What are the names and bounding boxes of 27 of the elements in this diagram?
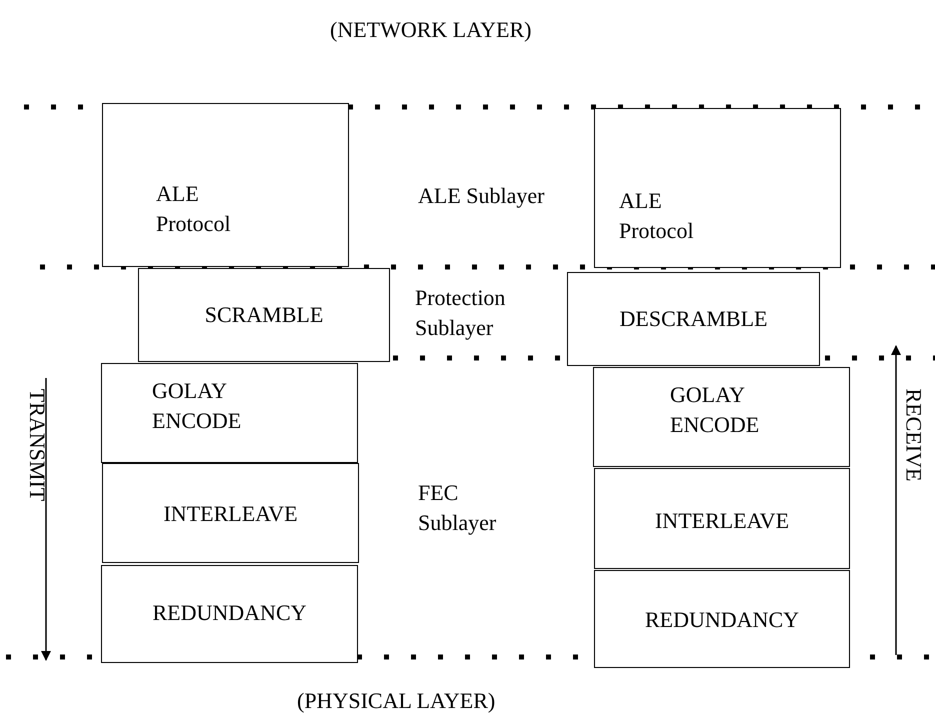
layer-title: (PHYSICAL LAYER) (297, 687, 496, 715)
layer-box (567, 272, 820, 366)
layer-box (101, 363, 358, 463)
layer-name: REDUNDANCY (644, 606, 800, 634)
sublayer-name: Protection Sublayer (415, 284, 506, 342)
layer-name: ALE Protocol (156, 180, 232, 238)
layer-name: INTERLEAVE (162, 500, 299, 528)
layer-box (594, 570, 850, 668)
layer-box (594, 108, 841, 268)
layer-box (102, 103, 349, 267)
layer-box (101, 565, 358, 663)
sublayer-name: FEC Sublayer (418, 479, 498, 537)
layer-name: INTERLEAVE (654, 507, 790, 535)
layer-box (138, 268, 390, 362)
layer-name: GOLAY ENCODE (152, 377, 242, 435)
layer-name: SCRAMBLE (204, 301, 324, 329)
layer-name: REDUNDANCY (152, 599, 308, 627)
layer-name: ALE Protocol (619, 187, 695, 245)
layer-box (594, 468, 850, 569)
direction-label: RECEIVE (900, 388, 928, 482)
layer-name: DESCRAMBLE (618, 305, 768, 333)
layer-name: GOLAY ENCODE (670, 381, 760, 439)
sublayer-name: ALE Sublayer (418, 182, 546, 210)
layer-box (593, 367, 850, 467)
layer-title: (NETWORK LAYER) (330, 16, 532, 44)
direction-label: TRANSMIT (24, 388, 52, 502)
layer-box (102, 463, 359, 563)
